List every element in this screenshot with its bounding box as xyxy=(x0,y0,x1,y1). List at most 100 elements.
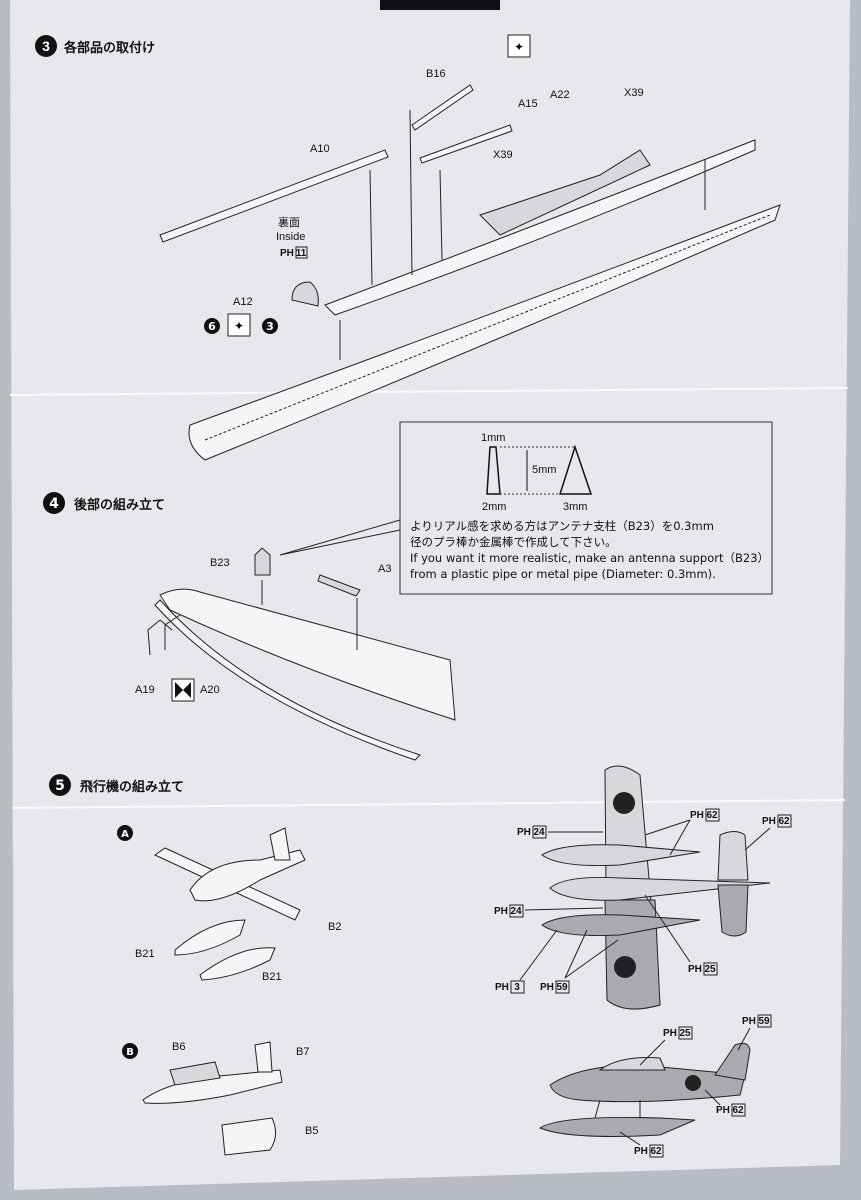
float-lower xyxy=(541,914,701,937)
paint-code: 62 xyxy=(778,816,790,827)
seaplane-b-assembly: B B6 B7 B5 xyxy=(122,1041,318,1156)
step-number-badge xyxy=(49,774,71,796)
part-label-b23: B23 xyxy=(210,557,230,569)
step-title: 飛行機の組み立て xyxy=(79,779,184,795)
ref-badge xyxy=(262,318,278,334)
paint-prefix: PH xyxy=(634,1146,648,1157)
part-label-b21: B21 xyxy=(262,971,282,983)
tail-fin xyxy=(714,1042,751,1081)
float-side xyxy=(538,1116,696,1137)
note-jp-line: 径のプラ棒か金属棒で作成して下さい。 xyxy=(410,535,617,549)
part-b7 xyxy=(254,1041,273,1073)
assembly-arrow xyxy=(409,109,413,276)
stern-hull xyxy=(159,588,456,721)
fuselage-side xyxy=(549,1064,746,1103)
step-number-badge xyxy=(35,35,57,57)
paint-callout: PH 3 xyxy=(495,929,558,994)
step-3-header: 3 各部品の取付け xyxy=(35,35,155,57)
sub-badge-letter: A xyxy=(121,829,129,840)
part-label-a15: A15 xyxy=(518,98,538,110)
step-number: 5 xyxy=(55,778,65,794)
step-number: 4 xyxy=(49,496,59,512)
tail xyxy=(269,827,291,861)
fold-line xyxy=(11,799,846,809)
sub-badge xyxy=(122,1043,138,1059)
part-b5 xyxy=(221,1117,276,1156)
deck-part xyxy=(324,139,756,316)
ref-step-left: 6 xyxy=(208,320,216,333)
sub-badge-letter: B xyxy=(126,1047,134,1058)
cement-symbol-glyph: ✦ xyxy=(514,40,524,54)
part-label-b6: B6 xyxy=(172,1041,185,1053)
dim-bottom-right-label: 3mm xyxy=(563,501,587,513)
step-number: 3 xyxy=(42,38,50,54)
support-side-shape xyxy=(558,444,593,495)
paint-code: 3 xyxy=(514,982,520,993)
callout-pointer xyxy=(279,519,401,556)
antenna-note-box: 1mm 5mm 2mm 3mm よりリアル感を求める方はアンテナ支柱（B23）を… xyxy=(279,421,773,595)
note-jp-line: よりリアル感を求める方はアンテナ支柱（B23）を0.3mm xyxy=(410,519,714,533)
tail-upper xyxy=(717,831,749,881)
float-upper xyxy=(541,844,701,867)
paint-prefix: PH xyxy=(280,248,294,259)
part-b23 xyxy=(254,547,271,576)
seaplane-a-assembly: A B2 B21 B21 xyxy=(117,825,341,983)
canopy xyxy=(598,1057,666,1071)
hinomaru-marking xyxy=(685,1075,701,1091)
step-title: 後部の組み立て xyxy=(74,497,165,513)
hull-part xyxy=(188,204,781,461)
part-label-a20: A20 xyxy=(200,684,220,696)
paint-prefix: PH xyxy=(540,982,554,993)
paint-prefix: PH xyxy=(517,827,531,838)
part-a15 xyxy=(419,124,513,164)
step-5-header: 5 飛行機の組み立て xyxy=(49,774,184,796)
sub-badge xyxy=(117,825,133,841)
paint-code: 25 xyxy=(704,964,716,975)
dim-bottom-left-label: 2mm xyxy=(482,501,506,513)
part-a20 xyxy=(164,614,181,650)
fuselage xyxy=(189,849,306,902)
paint-prefix: PH xyxy=(716,1105,730,1116)
paint-code: 62 xyxy=(706,810,718,821)
ref-badge xyxy=(204,318,220,334)
part-label-a22: A22 xyxy=(550,89,570,101)
paint-code: 24 xyxy=(510,906,522,917)
float xyxy=(174,919,246,956)
part-label-b2: B2 xyxy=(328,921,341,933)
fuselage xyxy=(549,876,771,901)
paint-code: 62 xyxy=(732,1105,744,1116)
part-label-a10: A10 xyxy=(310,143,330,155)
superstructure xyxy=(479,149,651,236)
part-label-x39: X39 xyxy=(493,149,513,161)
float-strut xyxy=(594,1099,601,1119)
paint-prefix: PH xyxy=(494,906,508,917)
dim-top-label: 1mm xyxy=(481,432,505,444)
part-label-a19: A19 xyxy=(135,684,155,696)
inside-label-en: Inside xyxy=(276,231,305,243)
hinomaru-marking xyxy=(614,956,636,978)
note-en-line: from a plastic pipe or metal pipe (Diame… xyxy=(410,567,716,581)
paint-code: 11 xyxy=(296,248,307,259)
tail-lower xyxy=(717,884,749,937)
part-a12 xyxy=(291,281,319,307)
ref-step-right: 3 xyxy=(266,320,274,333)
step-number-badge xyxy=(43,492,65,514)
part-a3 xyxy=(317,574,361,597)
step-4-header: 4 後部の組み立て xyxy=(43,492,165,514)
paint-prefix: PH xyxy=(688,964,702,975)
note-box xyxy=(399,421,773,595)
paint-code: 25 xyxy=(679,1028,691,1039)
part-b16 xyxy=(411,84,474,131)
part-label-a12: A12 xyxy=(233,296,253,308)
part-label-x39: X39 xyxy=(624,87,644,99)
paint-code: 62 xyxy=(650,1146,662,1157)
